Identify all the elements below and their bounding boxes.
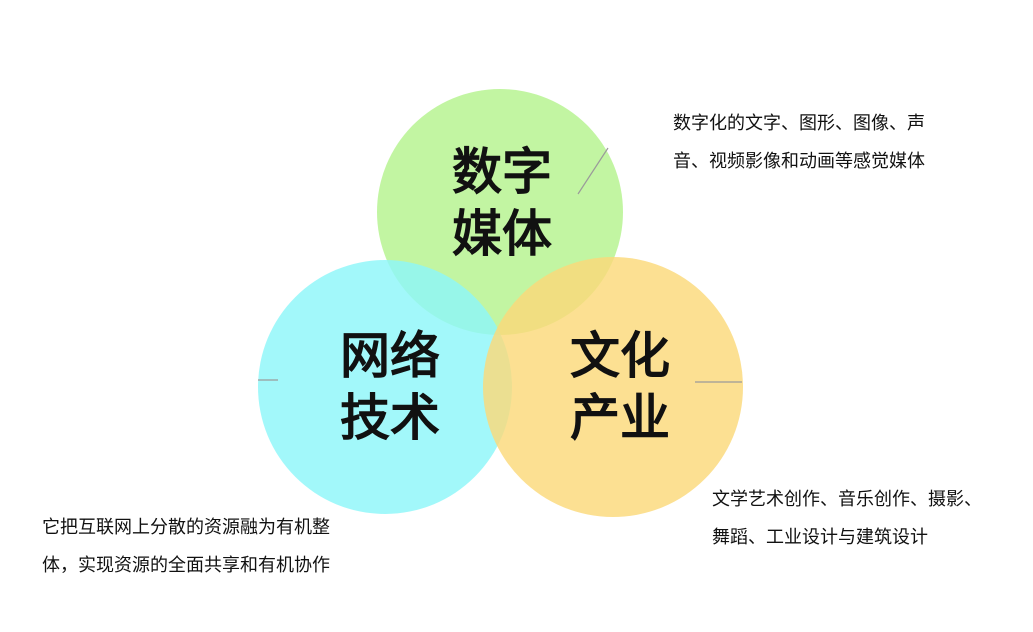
network-tech-description-line1: 它把互联网上分散的资源融为有机整 bbox=[42, 517, 330, 538]
network-tech-label-line1: 网络 bbox=[340, 327, 440, 385]
network-tech-label-line2: 技术 bbox=[340, 389, 440, 447]
network-tech-circle bbox=[258, 260, 512, 514]
network-tech-description-line2: 体，实现资源的全面共享和有机协作 bbox=[42, 555, 330, 576]
digital-media-label: 数字 媒体 bbox=[412, 141, 592, 265]
cultural-industry-label-line1: 文化 bbox=[570, 327, 670, 385]
digital-media-connector bbox=[577, 147, 609, 195]
network-tech-label: 网络 技术 bbox=[300, 325, 480, 449]
cultural-industry-label-line2: 产业 bbox=[570, 389, 670, 447]
cultural-industry-description-line1: 文学艺术创作、音乐创作、摄影、 bbox=[712, 489, 982, 510]
digital-media-description-line2: 音、视频影像和动画等感觉媒体 bbox=[673, 151, 925, 172]
digital-media-description: 数字化的文字、图形、图像、声 音、视频影像和动画等感觉媒体 bbox=[673, 105, 925, 181]
connector-lines bbox=[258, 147, 742, 383]
cultural-industry-circle bbox=[483, 257, 743, 517]
circles-group bbox=[258, 89, 743, 517]
digital-media-label-line1: 数字 bbox=[452, 143, 552, 201]
digital-media-label-line2: 媒体 bbox=[452, 205, 552, 263]
cultural-industry-description: 文学艺术创作、音乐创作、摄影、 舞蹈、工业设计与建筑设计 bbox=[712, 481, 982, 557]
cultural-industry-description-line2: 舞蹈、工业设计与建筑设计 bbox=[712, 527, 928, 548]
digital-media-description-line1: 数字化的文字、图形、图像、声 bbox=[673, 113, 925, 134]
cultural-industry-label: 文化 产业 bbox=[530, 325, 710, 449]
network-tech-description: 它把互联网上分散的资源融为有机整 体，实现资源的全面共享和有机协作 bbox=[42, 509, 330, 585]
